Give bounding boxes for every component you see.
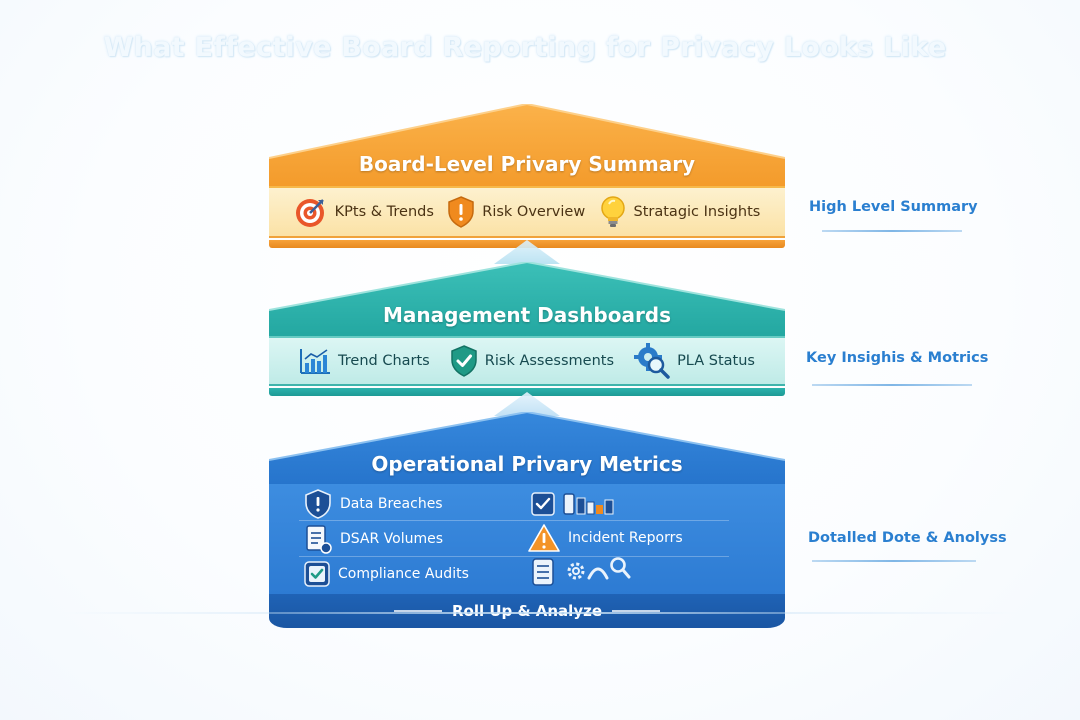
checkbox-icon <box>531 492 555 516</box>
warning-icon <box>528 524 560 552</box>
item-compliance-audits: Compliance Audits <box>303 560 469 588</box>
tier-items: Trend Charts Risk Assessments PLA Status <box>269 336 785 386</box>
bar-chart-icon <box>563 493 614 515</box>
item-label: Stratagic Insights <box>633 204 761 220</box>
shield-icon <box>305 489 331 519</box>
item-dsar-volumes: DSAR Volumes <box>303 524 443 554</box>
item-label: Risk Overview <box>482 204 586 220</box>
gear-search-icon <box>634 343 670 379</box>
item-kpis-trends: KPts & Trends <box>294 195 434 229</box>
tier-title: Management Dashboards <box>382 303 672 327</box>
shield-check-icon <box>451 345 477 377</box>
ground-line <box>60 612 1020 614</box>
search-icon <box>610 557 631 579</box>
tier-board-summary: Board-Level Privary Summary KPts & Trend… <box>269 104 785 250</box>
item-risk-overview: Risk Overview <box>447 196 585 228</box>
footer-label: Roll Up & Analyze <box>451 602 603 620</box>
side-label-key-insights: Key Insighis & Motrics <box>806 350 989 366</box>
footer-rule <box>612 610 661 612</box>
item-pla-status: PLA Status <box>634 343 755 379</box>
side-label-underline <box>812 384 972 386</box>
item-strategic-insights: Stratagic Insights <box>599 195 761 229</box>
item-label: Compliance Audits <box>338 566 469 582</box>
tier-title: Operational Privary Metrics <box>371 452 683 476</box>
roll-up-footer: Roll Up & Analyze <box>269 594 785 628</box>
item-label: Trend Charts <box>338 353 430 369</box>
side-label-high-level: High Level Summary <box>809 199 978 215</box>
tier-roof <box>269 412 785 486</box>
divider <box>299 520 729 521</box>
bar-chart-icon <box>300 349 331 374</box>
tier-roof <box>269 104 785 190</box>
target-icon <box>295 199 324 227</box>
item-label: KPts & Trends <box>334 204 434 220</box>
item-risk-assessments: Risk Assessments <box>450 345 614 377</box>
divider <box>299 556 729 557</box>
tier-title: Board-Level Privary Summary <box>358 152 696 176</box>
footer-rule <box>393 610 442 612</box>
item-trend-charts: Trend Charts <box>299 347 430 375</box>
shield-alert-icon <box>448 196 474 228</box>
page-title: What Effective Board Reporting for Priva… <box>103 32 947 63</box>
tier-operational-metrics: Operational Privary Metrics Data Breache… <box>269 412 785 634</box>
tier-items: KPts & Trends Risk Overview Stratagic In… <box>269 186 785 238</box>
lightbulb-icon <box>600 196 625 227</box>
item-label: Risk Assessments <box>484 353 614 369</box>
side-label-detailed-data: Dotalled Dote & Anolyss <box>808 530 1007 546</box>
item-data-breaches: Data Breaches <box>303 489 443 519</box>
item-label: DSAR Volumes <box>340 531 444 547</box>
item-incident-reports: Incident Reporrs <box>527 523 683 553</box>
side-label-underline <box>812 560 976 562</box>
metrics-panel: Data Breaches DSAR Volumes Compliance Au… <box>269 484 785 594</box>
item-label: Data Breaches <box>340 496 443 512</box>
signal-icon <box>587 567 609 580</box>
tier-management-dashboards: Management Dashboards Trend Charts Risk … <box>269 262 785 400</box>
tier-roof <box>269 262 785 340</box>
gear-icon <box>567 562 585 580</box>
document-icon <box>532 558 554 586</box>
item-label: Incident Reporrs <box>568 530 683 546</box>
document-icon <box>306 525 332 554</box>
side-label-underline <box>822 230 962 232</box>
item-label: PLA Status <box>677 353 755 369</box>
checkbox-icon <box>304 561 330 587</box>
